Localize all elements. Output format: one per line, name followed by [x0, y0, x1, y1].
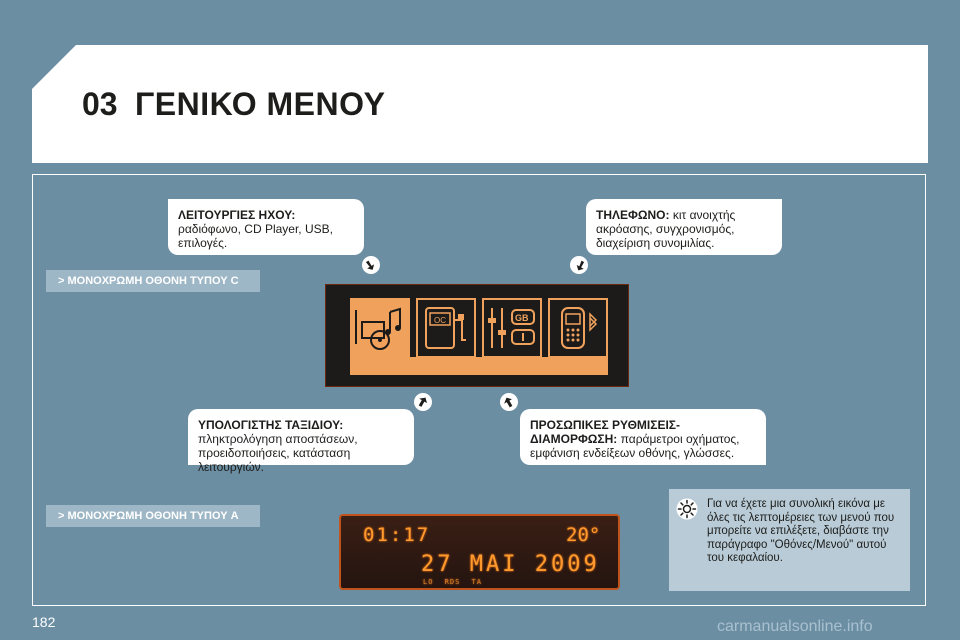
audio-icon [355, 307, 401, 350]
date-display: 27 MAI 2009 [421, 552, 600, 577]
callout-trip-computer: ΥΠΟΛΟΓΙΣΤΗΣ ΤΑΞΙΔΙΟΥ: πληκτρολόγηση αποσ… [188, 409, 414, 474]
callout-settings-heading1: ΠΡΟΣΩΠΙΚΕΣ ΡΥΘΜΙΣΕΙΣ- [530, 418, 680, 432]
callout-phone-line1: κιτ ανοιχτής [672, 208, 736, 222]
arrow-up-right-icon [414, 393, 432, 411]
callout-settings-line3: εμφάνιση ενδείξεων οθόνης, γλώσσες. [530, 446, 735, 460]
watermark: carmanualsonline.info [717, 618, 873, 635]
tile-lang-label: GB [515, 313, 529, 323]
callout-settings-line2: παράμετροι οχήματος, [620, 432, 740, 446]
screen-type-c: OC GB [325, 284, 629, 387]
callout-trip-line2: προειδοποιήσεις, κατάσταση λειτουργιών. [198, 446, 351, 474]
callout-audio-heading: ΛΕΙΤΟΥΡΓΙΕΣ ΗΧΟΥ: [178, 208, 296, 222]
info-text: Για να έχετε μια συνολική εικόνα με όλες… [707, 498, 895, 564]
menu-tile-audio[interactable] [350, 298, 410, 358]
callout-settings: ΠΡΟΣΩΠΙΚΕΣ ΡΥΘΜΙΣΕΙΣ- ΔΙΑΜΟΡΦΩΣΗ: παράμε… [520, 409, 766, 465]
tile-trip-label: OC [434, 316, 446, 325]
menu-tile-trip-computer[interactable]: OC [416, 298, 476, 358]
clock-time: 01:17 [363, 524, 431, 546]
callout-phone-heading: ΤΗΛΕΦΩΝΟ: [596, 208, 670, 222]
menu-tile-settings[interactable]: GB [482, 298, 542, 358]
outside-temperature: 20° [566, 524, 601, 546]
page-number: 182 [32, 614, 56, 630]
callout-audio: ΛΕΙΤΟΥΡΓΙΕΣ ΗΧΟΥ: ραδιόφωνο, CD Player, … [168, 199, 364, 255]
screen-type-a: 01:17 20° 27 MAI 2009 LO RDS TA [339, 514, 620, 590]
menu-selection-bar [350, 357, 608, 375]
callout-phone: ΤΗΛΕΦΩΝΟ: κιτ ανοιχτής ακρόασης, συγχρον… [586, 199, 782, 255]
tag-screen-type-c: > ΜΟΝΟΧΡΩΜΗ ΟΘΟΝΗ ΤΥΠΟΥ C [46, 270, 260, 292]
content-frame [32, 174, 926, 606]
arrow-up-left-icon [500, 393, 518, 411]
callout-phone-line2: ακρόασης, συγχρονισμός, [596, 222, 735, 236]
arrow-down-right-icon [362, 256, 380, 274]
phone-icon [561, 307, 598, 349]
info-box: Για να έχετε μια συνολική εικόνα με όλες… [669, 489, 910, 591]
trip-computer-icon: OC [425, 307, 466, 349]
chapter-number: 03 [82, 86, 118, 122]
radio-flags: LO RDS TA [423, 578, 482, 586]
callout-audio-line2: επιλογές. [178, 236, 228, 250]
callout-trip-heading: ΥΠΟΛΟΓΙΣΤΗΣ ΤΑΞΙΔΙΟΥ: [198, 418, 344, 432]
callout-trip-line1: πληκτρολόγηση αποστάσεων, [198, 432, 358, 446]
callout-audio-line1: ραδιόφωνο, CD Player, USB, [178, 222, 333, 236]
settings-icon: GB [488, 308, 535, 348]
callout-settings-heading2: ΔΙΑΜΟΡΦΩΣΗ: [530, 432, 618, 446]
arrow-down-left-icon [570, 256, 588, 274]
callout-phone-line3: διαχείριση συνομιλίας. [596, 236, 715, 250]
tag-screen-type-a: > ΜΟΝΟΧΡΩΜΗ ΟΘΟΝΗ ΤΥΠΟΥ A [46, 505, 260, 527]
chapter-header [32, 45, 928, 163]
menu-tile-phone[interactable] [548, 298, 608, 358]
sun-icon [676, 498, 698, 520]
page-title: ΓΕΝΙΚΟ ΜΕΝΟΥ [135, 86, 386, 122]
